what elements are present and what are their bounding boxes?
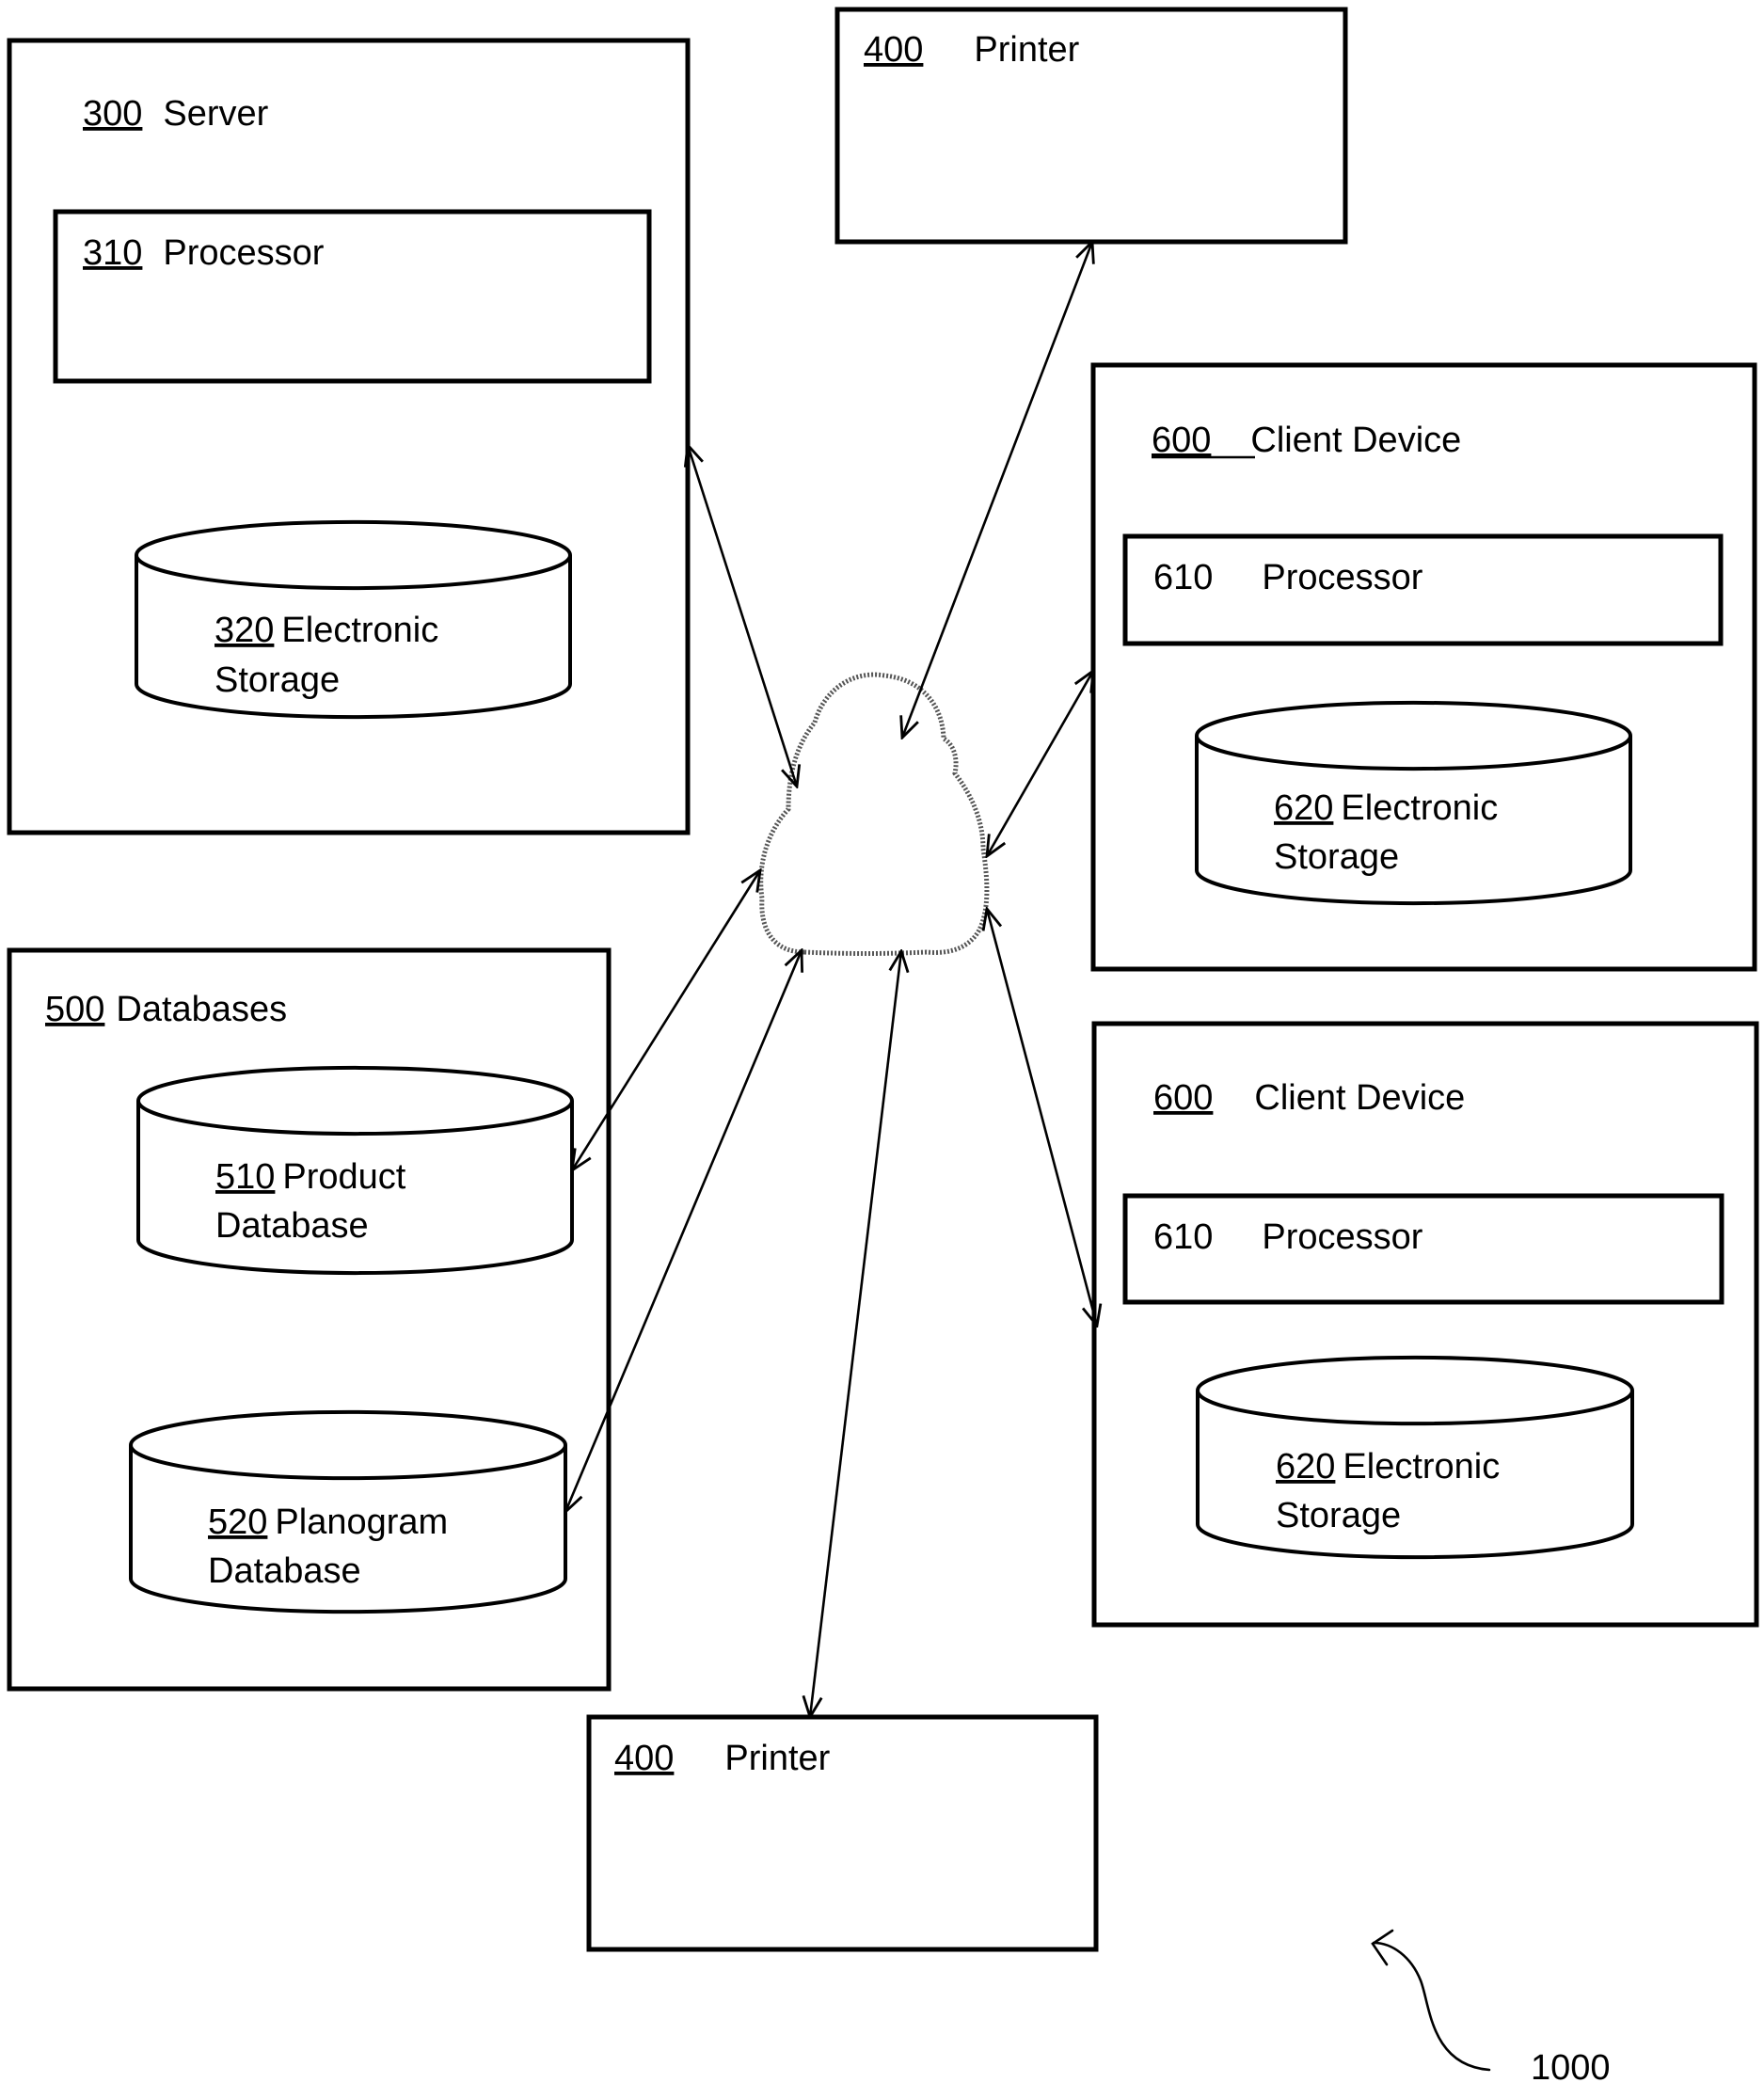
client-device-1-box: 600 Client Device 610 Processor 620Electro…	[1093, 365, 1755, 969]
server-storage-label-line1: Electronic	[281, 611, 438, 650]
svg-text:510Product: 510Product	[215, 1157, 406, 1197]
printer-bottom-ref-number: 400	[614, 1739, 674, 1778]
link-client-1-cloud	[987, 671, 1093, 856]
server-storage-ref-number: 320	[215, 611, 274, 650]
svg-text:500Databases: 500 Databases	[45, 990, 287, 1029]
server-label: Server	[163, 94, 268, 134]
client-device-2-processor-label: Processor	[1262, 1217, 1422, 1257]
link-client-2-cloud	[987, 909, 1097, 1326]
printer-bottom-label: Printer	[724, 1739, 830, 1778]
client-device-1-label: Client Device	[1250, 421, 1461, 460]
client-device-2-box: 600 Client Device 610 Processor 620Electro…	[1094, 1024, 1756, 1625]
server-box: 300 Server 310 Processor 320Electronic Sto…	[9, 40, 688, 833]
server-ref-number: 300	[83, 94, 142, 134]
client-device-2-storage-ref-number: 620	[1276, 1447, 1335, 1487]
client-device-1-storage-label-line1: Electronic	[1341, 788, 1498, 828]
client-device-2-label: Client Device	[1254, 1078, 1465, 1118]
svg-text:520Planogram: 520Planogram	[208, 1503, 448, 1542]
client-device-1-ref-number: 600	[1152, 421, 1211, 460]
product-database-ref-number: 510	[215, 1157, 275, 1197]
client-device-1-storage-label-line2: Storage	[1274, 837, 1399, 877]
client-device-1-storage-ref-number: 620	[1274, 788, 1333, 828]
client-device-1-processor-label: Processor	[1262, 558, 1422, 597]
databases-ref-number: 500	[45, 990, 104, 1029]
link-printer-bottom-cloud	[810, 951, 901, 1717]
client-device-2-ref-number: 600	[1153, 1078, 1213, 1118]
svg-text:300Server: 300 Server	[83, 94, 269, 134]
svg-text:610Processor: 610 Processor	[1153, 1217, 1423, 1257]
svg-text:310Processor: 310 Processor	[83, 233, 325, 273]
printer-top-label: Printer	[974, 30, 1079, 70]
svg-text:620Electronic: 620Electronic	[1274, 788, 1498, 828]
planogram-database-label-line1: Planogram	[275, 1503, 448, 1542]
svg-text:610Processor: 610 Processor	[1153, 558, 1423, 597]
server-storage-label-line2: Storage	[215, 660, 340, 700]
svg-text:600Client Device: 600 Client Device	[1153, 1078, 1465, 1118]
link-printer-top-cloud	[902, 242, 1092, 738]
server-storage-cylinder: 320Electronic Storage	[136, 522, 570, 717]
figure-reference-arrow	[1374, 1943, 1489, 2070]
client-device-2-storage-label-line2: Storage	[1276, 1496, 1401, 1535]
client-device-1-storage-cylinder: 620Electronic Storage	[1197, 703, 1630, 903]
client-device-1-processor-box: 610 Processor	[1125, 536, 1721, 644]
printer-bottom-box: 400 Printer	[589, 1717, 1096, 1949]
client-device-2-storage-cylinder: 620Electronic Storage	[1198, 1358, 1632, 1557]
client-device-2-storage-label-line1: Electronic	[1343, 1447, 1500, 1487]
client-device-2-processor-box: 610 Processor	[1125, 1196, 1722, 1302]
planogram-database-cylinder: 520Planogram Database	[131, 1412, 565, 1612]
databases-box: 500 Databases 510Product Database 520Plan…	[9, 950, 609, 1689]
planogram-database-ref-number: 520	[208, 1503, 267, 1542]
client-device-1-processor-ref-number: 610	[1153, 558, 1213, 597]
svg-text:320Electronic: 320Electronic	[215, 611, 438, 650]
product-database-cylinder: 510Product Database	[138, 1068, 572, 1273]
product-database-label-line1: Product	[282, 1157, 405, 1197]
svg-text:620Electronic: 620Electronic	[1276, 1447, 1500, 1487]
server-processor-box: 310 Processor	[56, 212, 649, 381]
server-processor-ref-number: 310	[83, 233, 142, 273]
figure-reference-number: 1000	[1531, 2048, 1611, 2083]
databases-label: Databases	[116, 990, 287, 1029]
svg-text:600Client Device: 600 Client Device	[1152, 421, 1461, 460]
cloud-icon	[761, 675, 987, 953]
client-device-2-processor-ref-number: 610	[1153, 1217, 1213, 1257]
product-database-label-line2: Database	[215, 1206, 369, 1246]
planogram-database-label-line2: Database	[208, 1551, 361, 1591]
server-processor-label: Processor	[163, 233, 324, 273]
link-server-cloud	[688, 445, 797, 787]
printer-top-box: 400 Printer	[837, 9, 1345, 242]
printer-top-ref-number: 400	[864, 30, 923, 70]
figure-reference: 1000	[1373, 1931, 1611, 2083]
